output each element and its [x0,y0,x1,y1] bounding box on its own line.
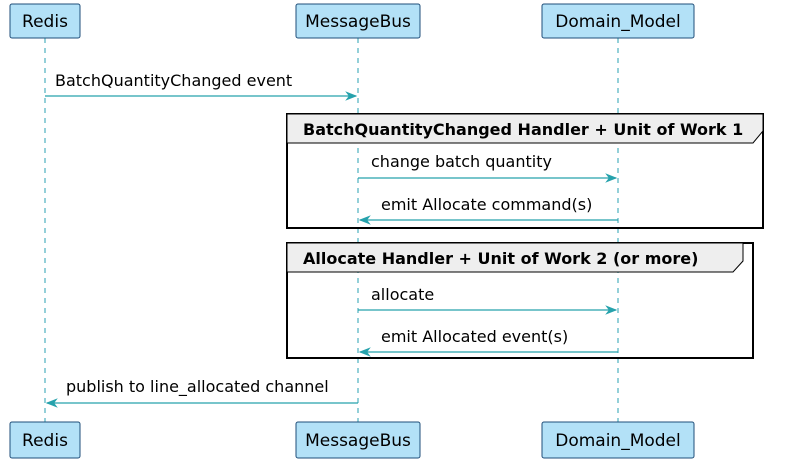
message-label: change batch quantity [371,152,552,171]
message-publish-to-line-allocated: publish to line_allocated channel [45,377,358,408]
participant-redis-bottom: Redis [9,421,81,459]
participant-label: Redis [22,431,68,451]
message-label: emit Allocated event(s) [381,327,568,346]
participant-domain-model-bottom: Domain_Model [541,421,695,459]
group-title: BatchQuantityChanged Handler + Unit of W… [303,120,743,139]
message-change-batch-quantity: change batch quantity [358,152,618,183]
participant-label: MessageBus [305,12,411,32]
participant-redis-top: Redis [9,3,81,39]
message-emit-allocate-command: emit Allocate command(s) [358,195,618,225]
message-label: allocate [371,285,434,304]
participant-label: Domain_Model [555,12,681,32]
message-batch-quantity-changed-event: BatchQuantityChanged event [45,71,358,101]
message-label: emit Allocate command(s) [381,195,592,214]
participant-label: MessageBus [305,431,411,451]
group-batch-quantity-changed: BatchQuantityChanged Handler + Unit of W… [286,113,764,229]
message-label: BatchQuantityChanged event [55,71,292,90]
message-label: publish to line_allocated channel [66,377,329,397]
participant-messagebus-bottom: MessageBus [295,421,421,459]
message-allocate: allocate [358,285,618,315]
participant-domain-model-top: Domain_Model [541,3,695,39]
group-allocate-handler: Allocate Handler + Unit of Work 2 (or mo… [286,242,754,359]
participant-label: Domain_Model [555,431,681,451]
group-title: Allocate Handler + Unit of Work 2 (or mo… [303,249,698,268]
participant-label: Redis [22,12,68,32]
participant-messagebus-top: MessageBus [295,3,421,39]
message-emit-allocated-event: emit Allocated event(s) [358,327,618,357]
